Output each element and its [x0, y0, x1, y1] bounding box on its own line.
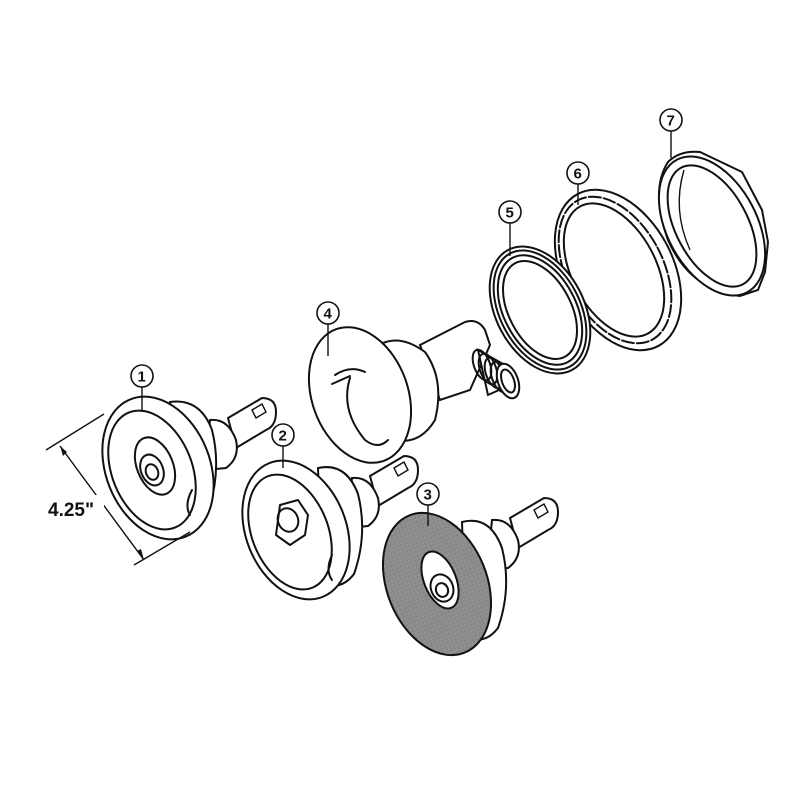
svg-text:3: 3 [424, 487, 432, 504]
callout-5: 5 [498, 200, 522, 256]
part-1-jet-insert [101, 395, 278, 541]
part-3-jet-insert [381, 496, 560, 657]
part-4-jet-body [307, 320, 521, 464]
callout-1: 1 [130, 364, 154, 412]
callout-6: 6 [566, 161, 590, 205]
callout-2: 2 [271, 423, 295, 468]
svg-text:7: 7 [667, 113, 675, 130]
dimension-4-25: 4.25" [40, 413, 191, 566]
svg-text:1: 1 [138, 369, 146, 386]
dimension-label: 4.25" [48, 500, 94, 521]
svg-text:6: 6 [574, 166, 582, 183]
part-7-nut-ring [657, 150, 770, 298]
callout-3: 3 [416, 482, 440, 526]
callout-4: 4 [316, 301, 340, 356]
callout-7: 7 [659, 108, 683, 158]
part-2-jet-insert [241, 454, 420, 601]
svg-text:4: 4 [324, 306, 333, 323]
svg-text:5: 5 [506, 205, 514, 222]
svg-text:2: 2 [279, 428, 287, 445]
